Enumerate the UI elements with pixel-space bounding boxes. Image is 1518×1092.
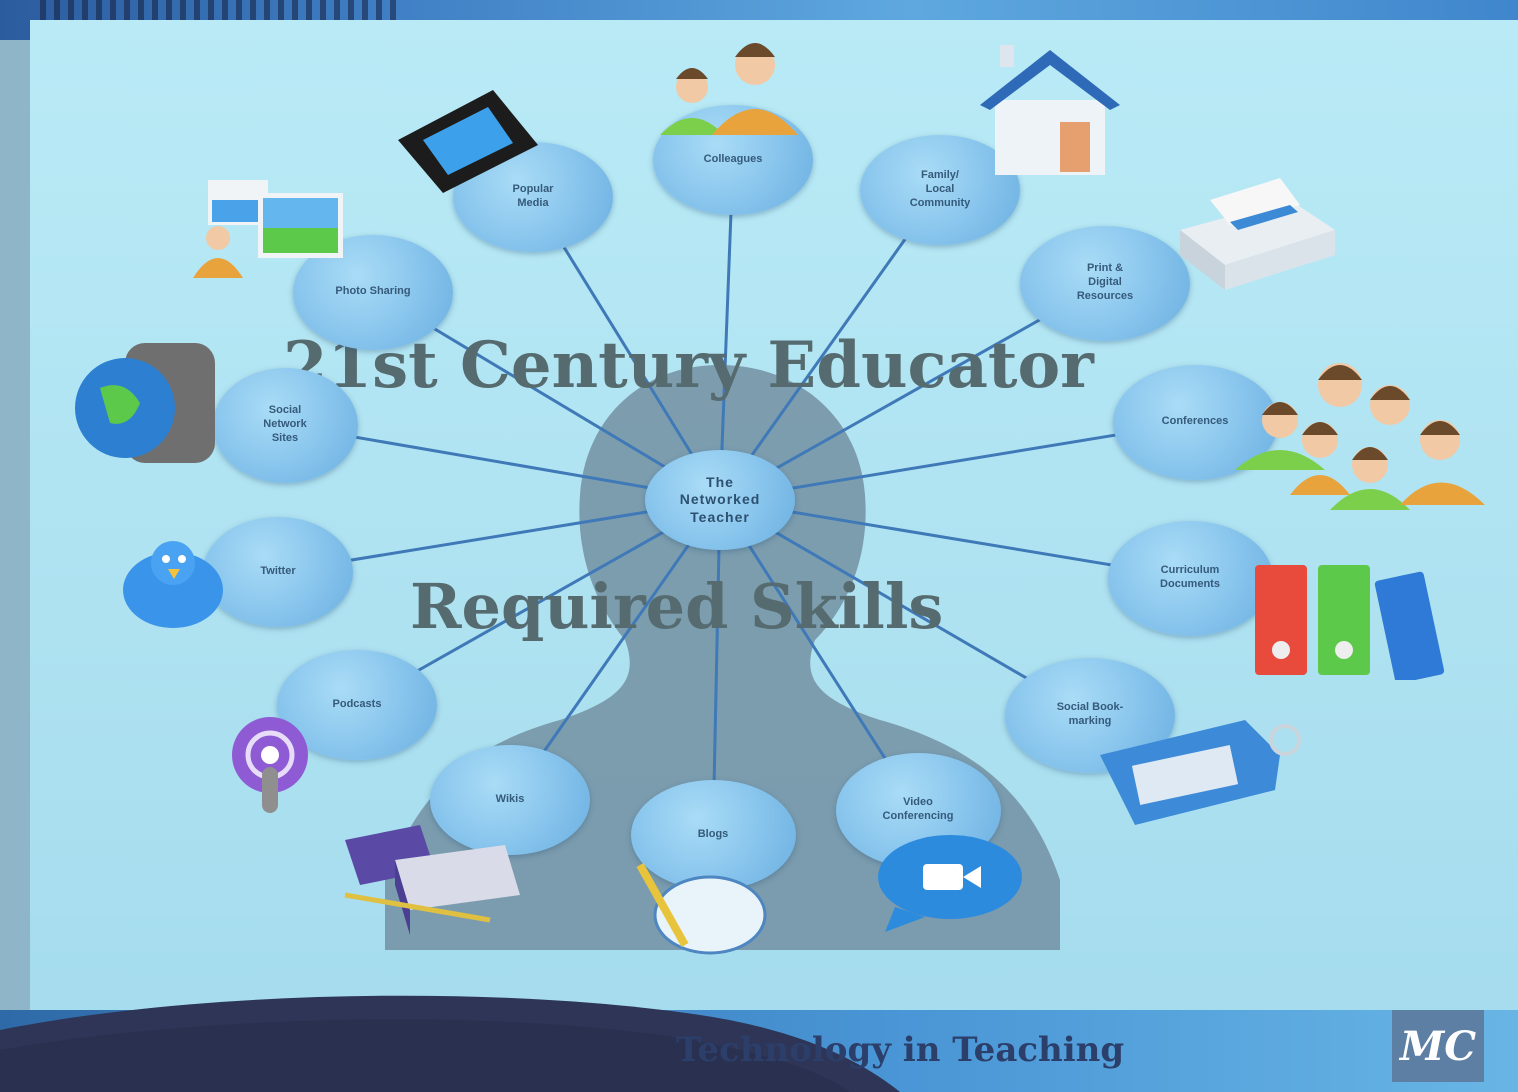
node-social: Social Network Sites <box>212 367 358 483</box>
globe-bag-icon <box>75 343 215 463</box>
node-wikis: Wikis <box>430 745 590 855</box>
slide-title: 21st Century Educator <box>283 328 1094 403</box>
spoke-family <box>718 189 942 501</box>
photos-icon <box>193 180 343 278</box>
spoke-colleagues <box>718 159 735 501</box>
paint-icon <box>636 863 767 955</box>
binders-icon <box>1255 565 1445 680</box>
people-icon <box>660 43 798 135</box>
mc-logo: MC <box>1392 1010 1484 1082</box>
footer-title: Technology in Teaching <box>676 1030 1125 1070</box>
node-photo: Photo Sharing <box>293 234 453 350</box>
node-twitter: Twitter <box>203 517 353 627</box>
node-print: Print & Digital Resources <box>1020 225 1190 341</box>
spoke-blogs <box>711 499 722 836</box>
node-bookmarking: Social Book- marking <box>1005 657 1175 773</box>
boxes-icon <box>344 825 520 935</box>
footer-wave <box>0 995 900 1092</box>
node-center: The Networked Teacher <box>645 450 795 550</box>
printer-icon <box>1180 178 1335 290</box>
node-family: Family/ Local Community <box>860 135 1020 245</box>
bird-icon <box>123 541 223 628</box>
podcast-icon <box>232 717 308 813</box>
node-blogs: Blogs <box>630 780 796 890</box>
video-chat-icon <box>878 835 1022 932</box>
group-icon <box>1235 363 1485 510</box>
node-curriculum: Curriculum Documents <box>1107 520 1273 636</box>
house-icon <box>980 45 1120 175</box>
tag-icon <box>1100 720 1301 825</box>
film-icon <box>398 90 538 193</box>
slide-subtitle: Required Skills <box>410 570 944 643</box>
